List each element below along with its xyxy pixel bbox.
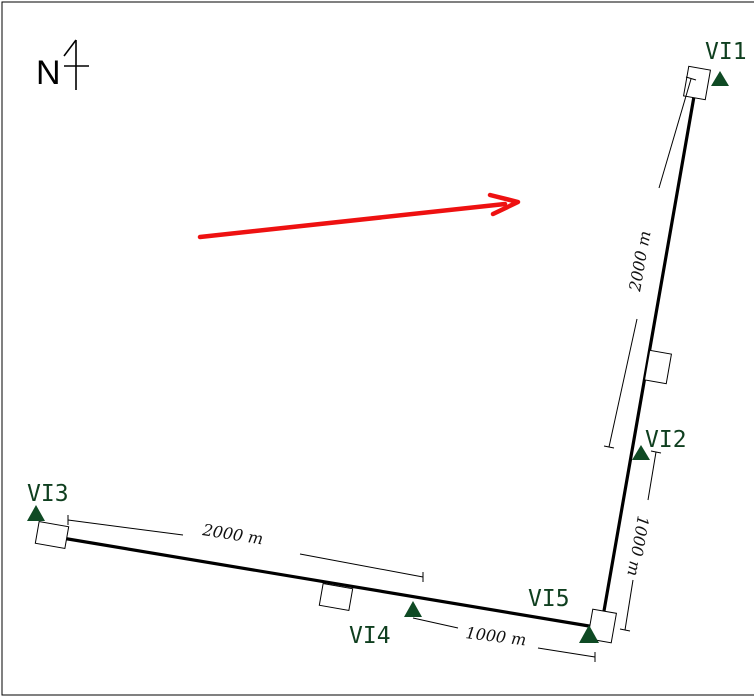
station-vi2-label: VI2 — [645, 427, 687, 453]
north-arrow-head — [63, 39, 77, 57]
station-vi5: VI5 — [528, 586, 599, 643]
label-west-2000: 2000 m — [200, 520, 264, 548]
station-vi1-marker — [711, 71, 729, 86]
west-arm — [54, 535, 603, 630]
station-vi4: VI4 — [349, 601, 422, 649]
end-building-north — [682, 65, 712, 101]
station-vi3-label: VI3 — [27, 481, 69, 507]
mid-building-north — [643, 349, 673, 385]
station-vi1: VI1 — [705, 39, 747, 86]
dimension-west-1000: 1000 m — [412, 617, 596, 662]
mid-building-west — [318, 582, 354, 612]
direction-arrow-shaft — [197, 201, 508, 240]
label-west-1000: 1000 m — [465, 623, 528, 649]
station-vi4-marker — [404, 601, 422, 617]
central-building — [586, 608, 618, 644]
direction-arrow — [197, 192, 521, 240]
north-label: N — [36, 54, 61, 92]
end-building-west — [34, 520, 70, 550]
station-vi2: VI2 — [632, 427, 687, 460]
station-vi1-label: VI1 — [705, 39, 747, 65]
direction-arrow-head — [487, 192, 521, 217]
station-vi3: VI3 — [27, 481, 69, 521]
label-north-2000: 2000 m — [625, 229, 654, 293]
station-vi5-label: VI5 — [528, 586, 570, 612]
north-indicator: N — [36, 39, 89, 92]
station-vi2-marker — [632, 445, 650, 460]
station-vi3-marker — [27, 505, 45, 521]
station-vi5-marker — [579, 625, 599, 643]
dimension-north-2000: 2000 m — [603, 76, 697, 449]
label-north-1000: 1000 m — [623, 514, 652, 577]
station-vi4-label: VI4 — [349, 623, 391, 649]
